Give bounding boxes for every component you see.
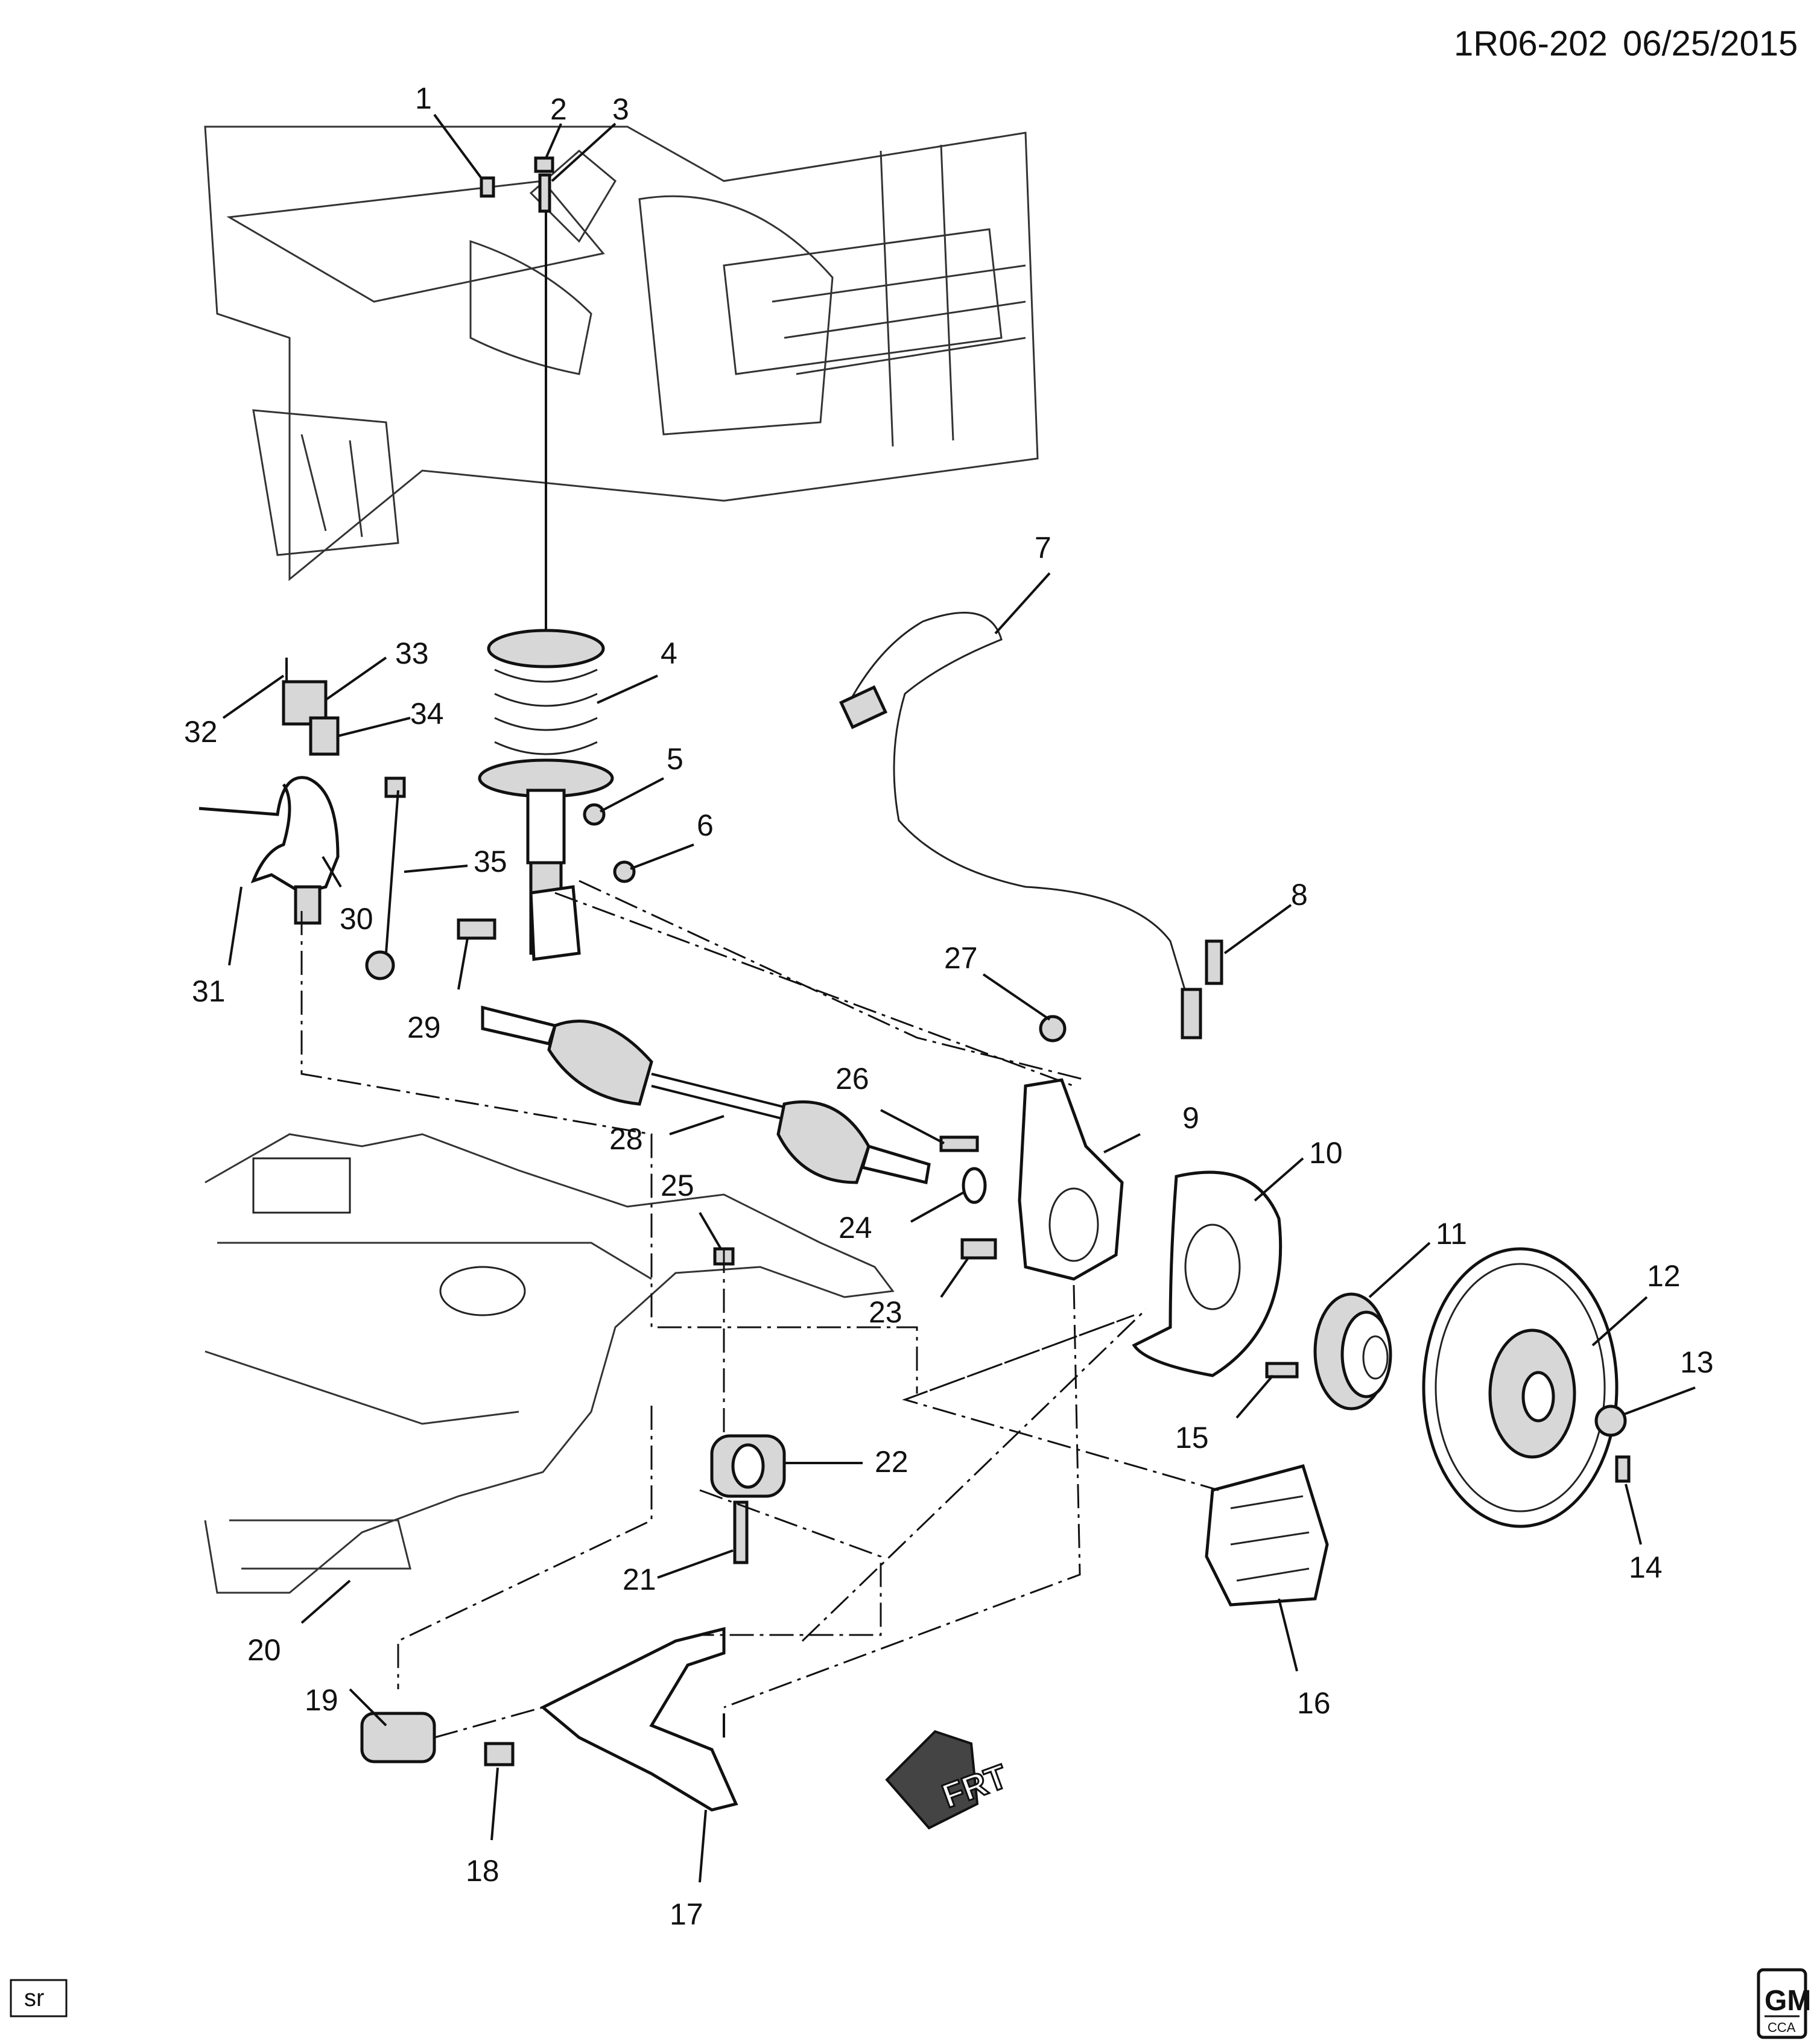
front-direction-arrow: FRT xyxy=(885,1730,1013,1830)
svg-text:GM: GM xyxy=(1765,1985,1811,2017)
document-id: 1R06-202 xyxy=(1454,24,1608,63)
callout-33: 33 xyxy=(395,636,429,670)
callout-19: 19 xyxy=(305,1683,338,1717)
strut-assembly xyxy=(478,199,614,961)
callout-32: 32 xyxy=(184,715,218,749)
callout-9: 9 xyxy=(1182,1101,1199,1135)
bolt-26 xyxy=(939,1135,979,1152)
front-frame xyxy=(204,1133,895,1594)
svg-text:CCA: CCA xyxy=(1768,2020,1796,2035)
nut-27 xyxy=(1039,1015,1067,1043)
wheel-hub xyxy=(1313,1292,1392,1411)
washer-24 xyxy=(962,1167,987,1204)
callout-10: 10 xyxy=(1309,1136,1343,1170)
bolt-1 xyxy=(480,176,495,198)
callout-5: 5 xyxy=(667,742,683,776)
callout-4: 4 xyxy=(661,636,677,670)
splash-shield xyxy=(1132,1170,1283,1377)
footer-tag-text: sr xyxy=(24,1985,44,2011)
document-date: 06/25/2015 xyxy=(1623,24,1798,63)
callout-24: 24 xyxy=(839,1211,872,1245)
stud-3 xyxy=(538,173,551,213)
callout-14: 14 xyxy=(1629,1550,1663,1584)
nut-6 xyxy=(613,860,636,883)
nut-2 xyxy=(534,156,554,173)
assembly-guide-lines xyxy=(300,880,1219,1739)
callout-23: 23 xyxy=(869,1295,902,1329)
callout-25: 25 xyxy=(661,1169,694,1202)
drive-axle xyxy=(481,1005,931,1185)
callout-numbers: 1 2 3 4 5 6 7 8 9 10 11 12 13 14 15 16 1… xyxy=(184,81,1714,1931)
callout-15: 15 xyxy=(1175,1421,1209,1455)
callout-17: 17 xyxy=(670,1897,703,1931)
nut-5 xyxy=(583,803,606,826)
callout-11: 11 xyxy=(1436,1217,1467,1251)
steering-knuckle xyxy=(1018,1078,1124,1281)
callout-12: 12 xyxy=(1647,1259,1681,1293)
stabilizer-bar xyxy=(198,658,406,980)
callout-34: 34 xyxy=(410,697,444,731)
callout-13: 13 xyxy=(1680,1345,1714,1379)
callout-2: 2 xyxy=(550,92,567,126)
callout-1: 1 xyxy=(415,81,432,115)
callout-27: 27 xyxy=(944,941,978,975)
callout-35: 35 xyxy=(474,845,507,878)
vehicle-body-structure xyxy=(204,125,1039,582)
callout-16: 16 xyxy=(1297,1686,1331,1720)
wheel-stud xyxy=(1615,1455,1631,1483)
footer-tag: sr xyxy=(10,1979,68,2017)
callout-3: 3 xyxy=(612,92,629,126)
callout-6: 6 xyxy=(697,808,714,842)
rear-bushing xyxy=(710,1434,786,1498)
bolt-21 xyxy=(733,1500,749,1564)
callout-28: 28 xyxy=(609,1122,643,1156)
callout-7: 7 xyxy=(1035,531,1051,565)
hub-bolt xyxy=(1265,1362,1299,1379)
callout-21: 21 xyxy=(623,1563,656,1596)
wheel-speed-sensor-harness xyxy=(839,611,1223,1039)
callout-26: 26 xyxy=(836,1062,869,1096)
lower-control-arm xyxy=(540,1627,738,1812)
wheel-nut xyxy=(1594,1404,1627,1437)
brand-logo: GM CCA xyxy=(1757,1968,1811,2039)
callout-22: 22 xyxy=(875,1445,908,1479)
callout-18: 18 xyxy=(466,1854,499,1888)
callout-31: 31 xyxy=(192,974,226,1008)
leader-lines xyxy=(222,113,1696,1883)
callout-8: 8 xyxy=(1291,878,1308,912)
bolt-23 xyxy=(960,1238,997,1260)
callout-30: 30 xyxy=(340,902,373,936)
callout-20: 20 xyxy=(247,1633,281,1667)
bolt-29 xyxy=(457,918,496,940)
brake-caliper xyxy=(1205,1464,1329,1607)
brake-rotor xyxy=(1422,1247,1619,1528)
bolt-18 xyxy=(484,1742,515,1766)
front-bushing xyxy=(360,1712,436,1763)
callout-29: 29 xyxy=(407,1011,441,1044)
